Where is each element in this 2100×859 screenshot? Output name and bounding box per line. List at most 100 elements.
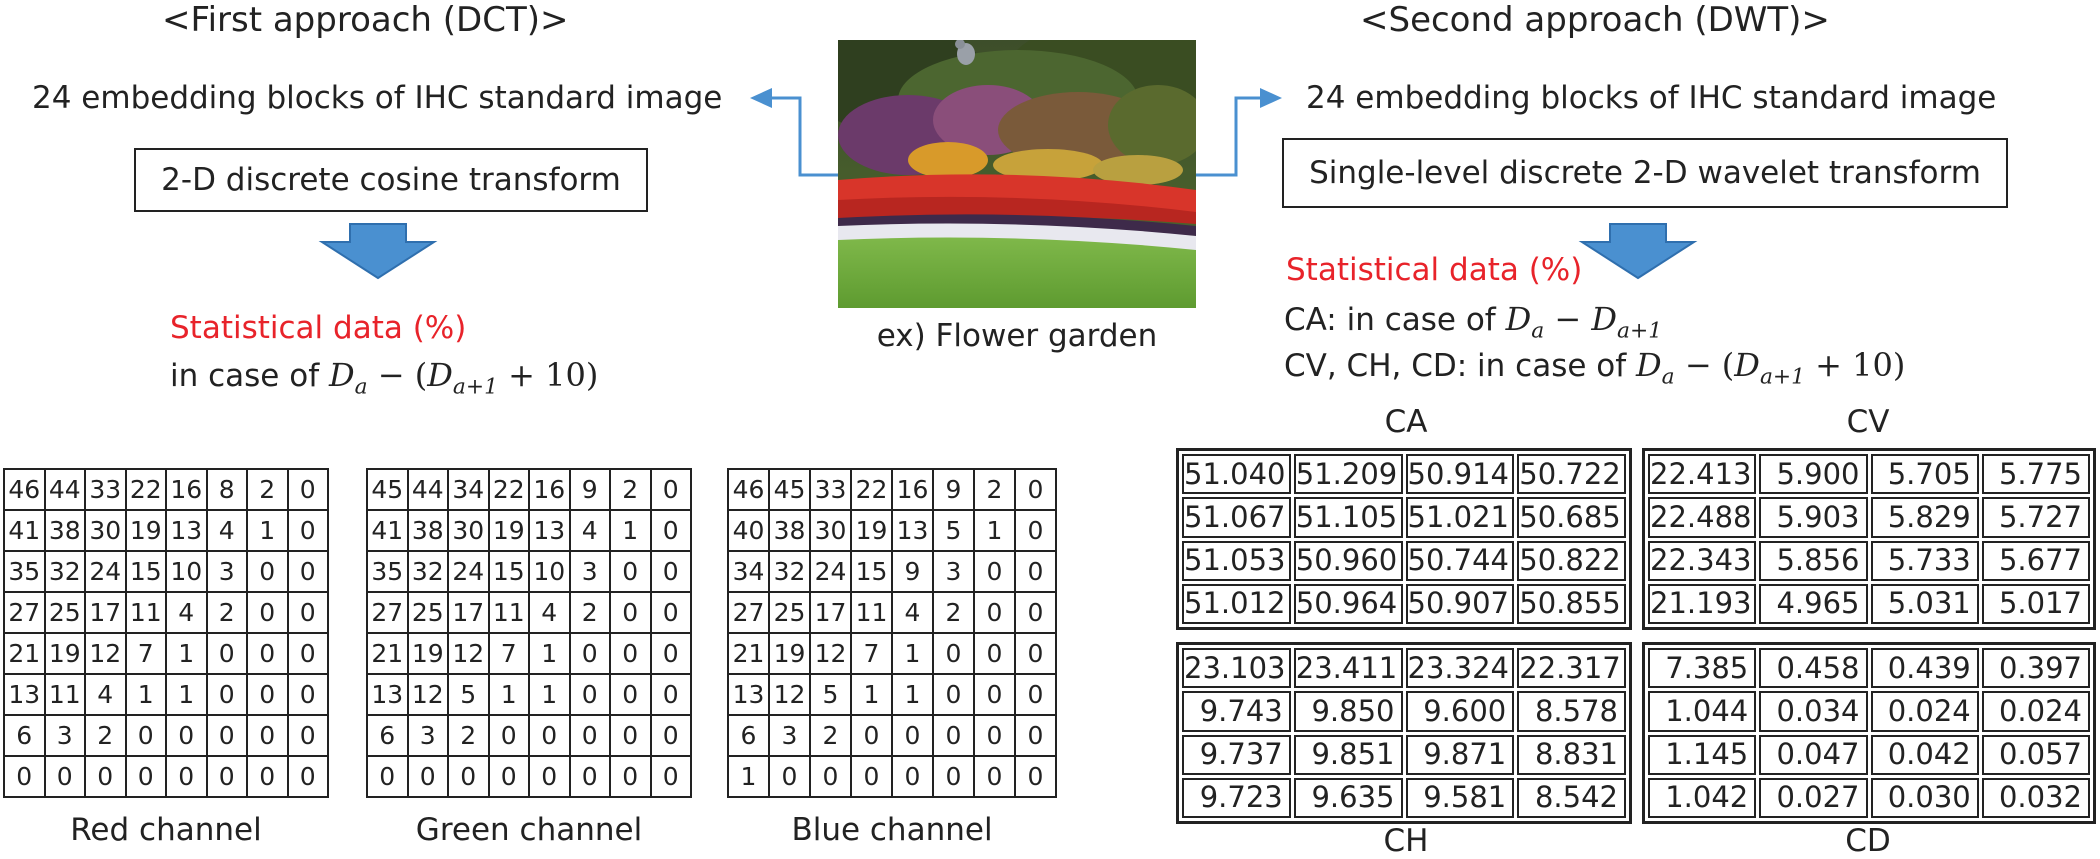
table-cell: 35	[3, 550, 46, 593]
table-cell: 6	[3, 714, 46, 757]
table-cell: 22.488	[1648, 497, 1757, 538]
table-cell: 0	[286, 673, 329, 716]
table-cell: 50.907	[1405, 583, 1515, 624]
table-cell: 21.193	[1648, 583, 1757, 624]
ch-label: CH	[1383, 823, 1429, 859]
table-cell: 23.103	[1182, 648, 1291, 689]
table-cell: 0	[1014, 591, 1057, 634]
table-cell: 0.030	[1870, 777, 1979, 818]
table-cell: 51.053	[1182, 540, 1291, 581]
table-cell: 0	[568, 755, 611, 798]
table-cell: 4	[568, 509, 611, 552]
table-cell: 0	[124, 755, 167, 798]
table-cell: 0	[609, 550, 652, 593]
table-cell: 0	[366, 755, 409, 798]
table-cell: 0	[246, 591, 289, 634]
table-cell: 23.324	[1405, 648, 1515, 689]
table-cell: 50.685	[1517, 497, 1626, 538]
table-cell: 6	[366, 714, 409, 757]
table-cell: 11	[124, 591, 167, 634]
table-cell: 5.677	[1981, 540, 2090, 581]
table-cell: 50.914	[1405, 454, 1515, 495]
table-cell: 0	[286, 591, 329, 634]
table-cell: 24	[447, 550, 490, 593]
table-cell: 0	[205, 755, 248, 798]
table-cell: 5.733	[1870, 540, 1979, 581]
table-cell: 19	[124, 509, 167, 552]
table-cell: 4	[84, 673, 127, 716]
table-cell: 0.024	[1870, 691, 1979, 732]
table-cell: 9.743	[1182, 691, 1291, 732]
table-cell: 5.705	[1870, 454, 1979, 495]
table-cell: 0	[165, 714, 208, 757]
table-cell: 1	[487, 673, 530, 716]
blue-channel-label: Blue channel	[791, 812, 993, 848]
table-cell: 35	[366, 550, 409, 593]
flower-garden-image	[838, 40, 1196, 308]
table-cell: 0	[487, 755, 530, 798]
table-cell: 32	[768, 550, 811, 593]
table-cell: 1	[165, 673, 208, 716]
table-cell: 7	[850, 632, 893, 675]
table-cell: 0	[649, 591, 692, 634]
table-cell: 9	[891, 550, 934, 593]
table-cell: 0	[973, 755, 1016, 798]
table-cell: 0	[43, 755, 86, 798]
table-cell: 0.034	[1759, 691, 1868, 732]
table-cell: 5	[447, 673, 490, 716]
table-cell: 1	[891, 632, 934, 675]
table-cell: 1	[246, 509, 289, 552]
table-cell: 13	[727, 673, 770, 716]
table-cell: 22	[124, 468, 167, 511]
table-cell: 45	[366, 468, 409, 511]
table-cell: 0	[286, 550, 329, 593]
table-cell: 32	[43, 550, 86, 593]
table-cell: 4	[165, 591, 208, 634]
dwt-ca-formula: Da − Da+1	[1505, 300, 1663, 344]
table-cell: 5.900	[1759, 454, 1868, 495]
table-cell: 13	[3, 673, 46, 716]
table-cell: 50.744	[1405, 540, 1515, 581]
table-cell: 10	[165, 550, 208, 593]
table-cell: 0	[1014, 509, 1057, 552]
table-cell: 0	[1014, 673, 1057, 716]
table-cell: 22	[487, 468, 530, 511]
table-cell: 9.635	[1293, 777, 1403, 818]
table-cell: 0	[649, 632, 692, 675]
table-cell: 5.727	[1981, 497, 2090, 538]
table-cell: 8.831	[1517, 734, 1626, 775]
table-cell: 0	[286, 468, 329, 511]
table-cell: 16	[165, 468, 208, 511]
table-cell: 1	[165, 632, 208, 675]
dwt-ca-line: CA: in case of Da − Da+1	[1284, 300, 1662, 343]
table-cell: 22.413	[1648, 454, 1757, 495]
dct-heading: <First approach (DCT)>	[162, 0, 569, 40]
table-cell: 13	[891, 509, 934, 552]
table-cell: 0	[3, 755, 46, 798]
table-cell: 17	[447, 591, 490, 634]
table-cell: 0	[528, 755, 571, 798]
table-cell: 5.017	[1981, 583, 2090, 624]
table-cell: 7	[124, 632, 167, 675]
table-cell: 5	[932, 509, 975, 552]
table-cell: 1	[973, 509, 1016, 552]
dwt-cvchcd-formula: Da − (Da+1 + 10)	[1636, 346, 1906, 390]
table-cell: 25	[768, 591, 811, 634]
table-cell: 0	[649, 755, 692, 798]
